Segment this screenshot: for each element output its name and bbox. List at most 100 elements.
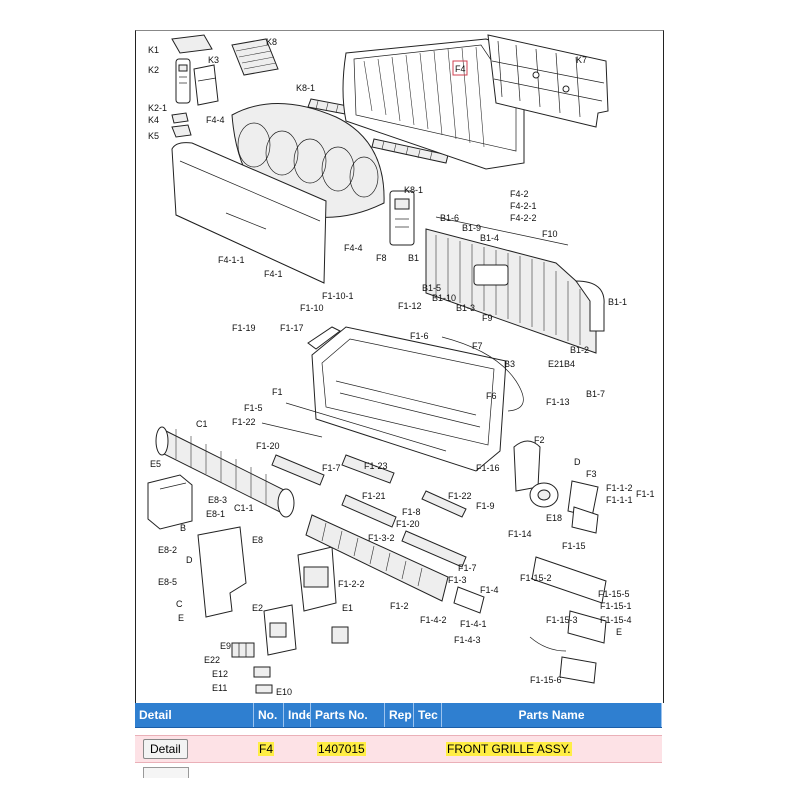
part-f1-4 <box>453 586 485 614</box>
svg-text:E12: E12 <box>212 669 228 679</box>
fan-motor-f2 <box>513 440 559 508</box>
svg-text:F1-2-2: F1-2-2 <box>338 579 365 589</box>
svg-text:F1-7: F1-7 <box>458 563 477 573</box>
terminal-e9 <box>231 642 255 658</box>
svg-text:K7: K7 <box>576 55 587 65</box>
svg-text:E8: E8 <box>252 535 263 545</box>
svg-text:F4-2-2: F4-2-2 <box>510 213 537 223</box>
svg-text:E9: E9 <box>220 641 231 651</box>
diagram-canvas: K1 K2 K3 K8 K7 F4 K8-1 K2-1 K4 K5 F4-4 F… <box>147 34 655 697</box>
table-header: Detail No. Inde Parts No. Rep Tec Parts … <box>135 703 662 728</box>
rod-f1-5 <box>285 402 447 452</box>
svg-text:F1-20: F1-20 <box>256 441 280 451</box>
front-panel-f4-1 <box>171 142 327 284</box>
svg-text:F1-21: F1-21 <box>362 491 386 501</box>
display-panel-f8 <box>389 190 415 246</box>
svg-text:D: D <box>186 555 193 565</box>
svg-text:F1-10-1: F1-10-1 <box>322 291 354 301</box>
svg-text:F1-10: F1-10 <box>300 303 324 313</box>
svg-text:F1-4-3: F1-4-3 <box>454 635 481 645</box>
main-chassis-f1 <box>307 326 507 472</box>
electrical-box-e5 <box>147 474 193 530</box>
svg-text:B1-3: B1-3 <box>456 303 475 313</box>
svg-text:C: C <box>176 599 183 609</box>
svg-text:F1-16: F1-16 <box>476 463 500 473</box>
svg-text:E2: E2 <box>252 603 263 613</box>
svg-text:F1-3-2: F1-3-2 <box>368 533 395 543</box>
svg-text:K3: K3 <box>208 55 219 65</box>
svg-text:B1-10: B1-10 <box>432 293 456 303</box>
table-row: Detail F4 1407015 FRONT GRILLE ASSY. <box>135 735 662 763</box>
motor-cover-f3 <box>567 480 599 534</box>
svg-text:F4-1-1: F4-1-1 <box>218 255 245 265</box>
col-header-rep[interactable]: Rep <box>385 703 414 727</box>
svg-text:K2-1: K2-1 <box>148 103 167 113</box>
svg-text:B1-2: B1-2 <box>570 345 589 355</box>
col-header-detail[interactable]: Detail <box>135 703 254 727</box>
col-header-no[interactable]: No. <box>254 703 284 727</box>
board-e1 <box>297 546 337 612</box>
svg-text:F10: F10 <box>542 229 558 239</box>
svg-text:E18: E18 <box>546 513 562 523</box>
svg-text:E21: E21 <box>548 359 564 369</box>
filter-k8 <box>231 38 279 76</box>
holder-k3 <box>193 64 219 106</box>
part-labels: K1 K2 K3 K8 K7 F4 K8-1 K2-1 K4 K5 F4-4 F… <box>148 37 655 697</box>
svg-text:K4: K4 <box>148 115 159 125</box>
detail-button[interactable]: Detail <box>143 739 188 759</box>
svg-text:E10: E10 <box>276 687 292 697</box>
col-header-index[interactable]: Inde <box>284 703 311 727</box>
svg-text:F4-1: F4-1 <box>264 269 283 279</box>
svg-text:F4-2: F4-2 <box>510 189 529 199</box>
svg-text:B: B <box>180 523 186 533</box>
svg-text:E8-5: E8-5 <box>158 577 177 587</box>
svg-text:B4: B4 <box>564 359 575 369</box>
svg-text:F1-4-2: F1-4-2 <box>420 615 447 625</box>
svg-text:B1-7: B1-7 <box>586 389 605 399</box>
svg-text:F1-15-6: F1-15-6 <box>530 675 562 685</box>
front-grille-f4 <box>342 38 525 170</box>
next-detail-button[interactable] <box>143 767 189 778</box>
svg-text:F1-15-3: F1-15-3 <box>546 615 578 625</box>
parts-no-cell: 1407015 <box>317 742 366 756</box>
svg-text:F1-13: F1-13 <box>546 397 570 407</box>
svg-text:F1-15-1: F1-15-1 <box>600 601 632 611</box>
small-parts-e10-e12 <box>253 626 349 694</box>
svg-text:K5: K5 <box>148 131 159 141</box>
svg-text:F2: F2 <box>534 435 545 445</box>
svg-text:B1-1: B1-1 <box>608 297 627 307</box>
svg-text:E22: E22 <box>204 655 220 665</box>
swing-motor-assembly-f1-15 <box>529 556 607 684</box>
svg-text:F1-3: F1-3 <box>448 575 467 585</box>
svg-text:F1-8: F1-8 <box>402 507 421 517</box>
svg-text:F1-6: F1-6 <box>410 331 429 341</box>
svg-text:F1-15-5: F1-15-5 <box>598 589 630 599</box>
svg-text:F1-23: F1-23 <box>364 461 388 471</box>
svg-text:F4-4: F4-4 <box>344 243 363 253</box>
rod-f1-22 <box>261 422 323 438</box>
louver-f1-7 <box>271 454 467 568</box>
svg-text:F1-1-1: F1-1-1 <box>606 495 633 505</box>
svg-text:F1-15-2: F1-15-2 <box>520 573 552 583</box>
part-number-cell: F4 <box>258 742 275 756</box>
svg-text:E: E <box>616 627 622 637</box>
col-header-parts-name[interactable]: Parts Name <box>442 703 662 727</box>
rod-f10 <box>435 216 569 246</box>
svg-text:F1-7: F1-7 <box>322 463 341 473</box>
svg-text:F1-15-4: F1-15-4 <box>600 615 632 625</box>
remote-control-k2 <box>175 58 191 104</box>
svg-text:K8-1: K8-1 <box>404 185 423 195</box>
cross-flow-fan-c1 <box>155 426 295 518</box>
col-header-tec[interactable]: Tec <box>414 703 442 727</box>
mounting-plate-k7 <box>487 34 609 128</box>
svg-text:F4: F4 <box>455 64 466 74</box>
svg-text:F1-4: F1-4 <box>480 585 499 595</box>
svg-text:F1-22: F1-22 <box>448 491 472 501</box>
drain-hose-f1-13 <box>441 336 524 412</box>
col-header-parts-no[interactable]: Parts No. <box>311 703 385 727</box>
svg-text:F1-9: F1-9 <box>476 501 495 511</box>
svg-text:K1: K1 <box>148 45 159 55</box>
svg-text:B1-4: B1-4 <box>480 233 499 243</box>
svg-text:F4-2-1: F4-2-1 <box>510 201 537 211</box>
svg-text:B1: B1 <box>408 253 419 263</box>
